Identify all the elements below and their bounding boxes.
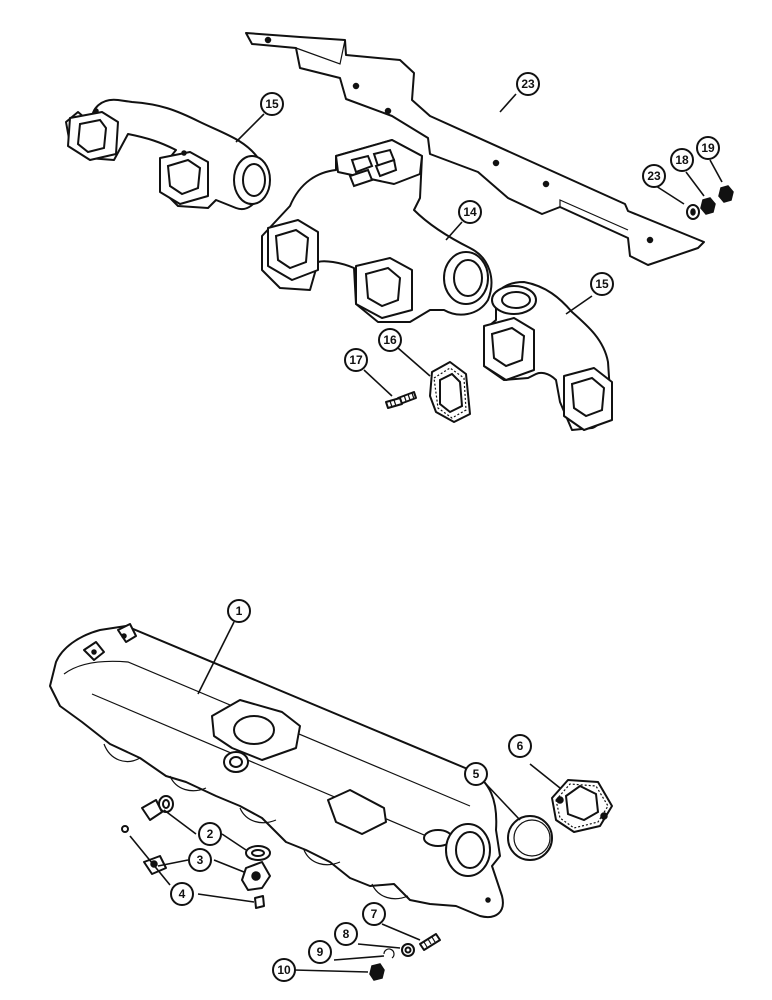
callout-15-front-label: 15	[265, 97, 279, 111]
callout-1-label: 1	[236, 604, 243, 618]
stud-bolt	[385, 391, 417, 409]
washer-8	[401, 943, 415, 957]
plug-4	[254, 895, 265, 909]
callout-2: 2	[198, 822, 222, 846]
outlet-gasket	[551, 779, 613, 833]
callout-19: 19	[696, 136, 720, 160]
adapter-3	[241, 861, 271, 891]
callout-3-a-label: 3	[197, 853, 204, 867]
stud-7	[419, 933, 441, 951]
callout-19-label: 19	[701, 141, 715, 155]
callout-14-label: 14	[463, 205, 477, 219]
exhaust-manifold	[49, 623, 504, 918]
rear-exhaust-elbow	[483, 281, 613, 431]
nut-18	[700, 197, 716, 215]
callout-6: 6	[508, 734, 532, 758]
front-exhaust-elbow	[65, 98, 271, 210]
fitting-3-small	[141, 799, 163, 821]
callout-18: 18	[670, 148, 694, 172]
callout-7: 7	[362, 902, 386, 926]
callout-16-label: 16	[383, 333, 397, 347]
callout-17-label: 17	[349, 353, 363, 367]
callout-16: 16	[378, 328, 402, 352]
nut-10	[369, 963, 385, 981]
callout-23-heat-shield-label: 23	[521, 77, 535, 91]
washer-2	[245, 845, 271, 861]
callout-5-label: 5	[473, 767, 480, 781]
expansion-plug	[507, 815, 553, 861]
callout-7-label: 7	[371, 907, 378, 921]
callout-3-a: 3	[188, 848, 212, 872]
flange-gasket	[429, 361, 471, 423]
callout-2-label: 2	[207, 827, 214, 841]
callout-10-label: 10	[277, 963, 291, 977]
callout-4-label: 4	[179, 887, 186, 901]
leader-lines	[129, 93, 723, 973]
callout-15-rear-label: 15	[595, 277, 609, 291]
callout-14: 14	[458, 200, 482, 224]
callout-23-heat-shield: 23	[516, 72, 540, 96]
callout-23-washer: 23	[642, 164, 666, 188]
callout-10: 10	[272, 958, 296, 982]
callout-17: 17	[344, 348, 368, 372]
callout-15-rear: 15	[590, 272, 614, 296]
callout-8-label: 8	[343, 927, 350, 941]
callout-23-washer-label: 23	[647, 169, 661, 183]
nut-19	[718, 185, 734, 203]
callout-5: 5	[464, 762, 488, 786]
heat-shield	[245, 32, 705, 266]
callout-9: 9	[308, 940, 332, 964]
callout-8: 8	[334, 922, 358, 946]
callout-18-label: 18	[675, 153, 689, 167]
lockwasher-9	[383, 948, 395, 959]
callout-9-label: 9	[317, 945, 324, 959]
callout-15-front: 15	[260, 92, 284, 116]
washer-23	[686, 204, 700, 220]
callout-4: 4	[170, 882, 194, 906]
pin-4	[121, 825, 129, 833]
center-exhaust-manifold	[261, 139, 493, 323]
callout-6-label: 6	[517, 739, 524, 753]
callout-1: 1	[227, 599, 251, 623]
